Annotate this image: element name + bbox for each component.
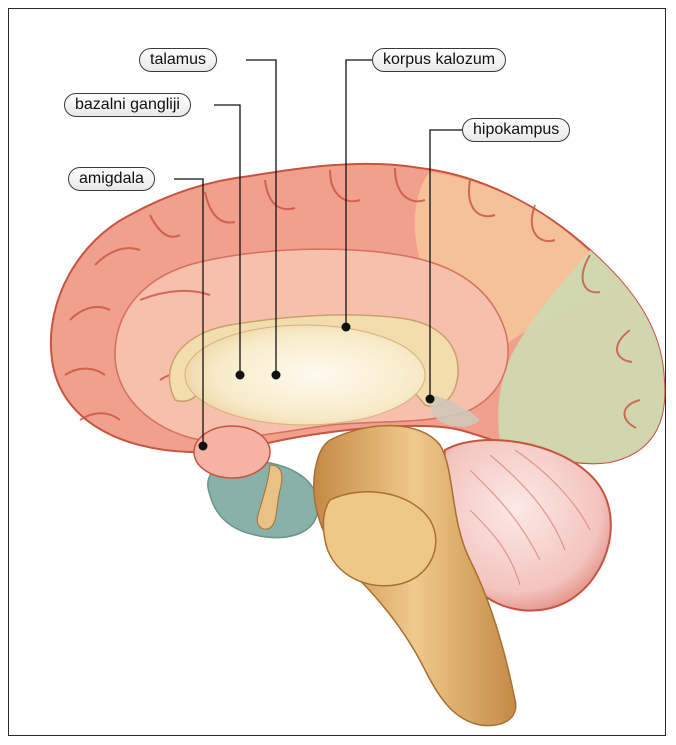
thalamus-region <box>185 325 425 425</box>
label-hipokampus: hipokampus <box>462 118 570 142</box>
label-korpus-kalozum: korpus kalozum <box>372 48 506 72</box>
label-bazalni-gangliji: bazalni gangliji <box>64 93 191 117</box>
label-amigdala: amigdala <box>68 167 155 191</box>
label-talamus: talamus <box>139 48 217 72</box>
amygdala-region <box>194 426 270 478</box>
